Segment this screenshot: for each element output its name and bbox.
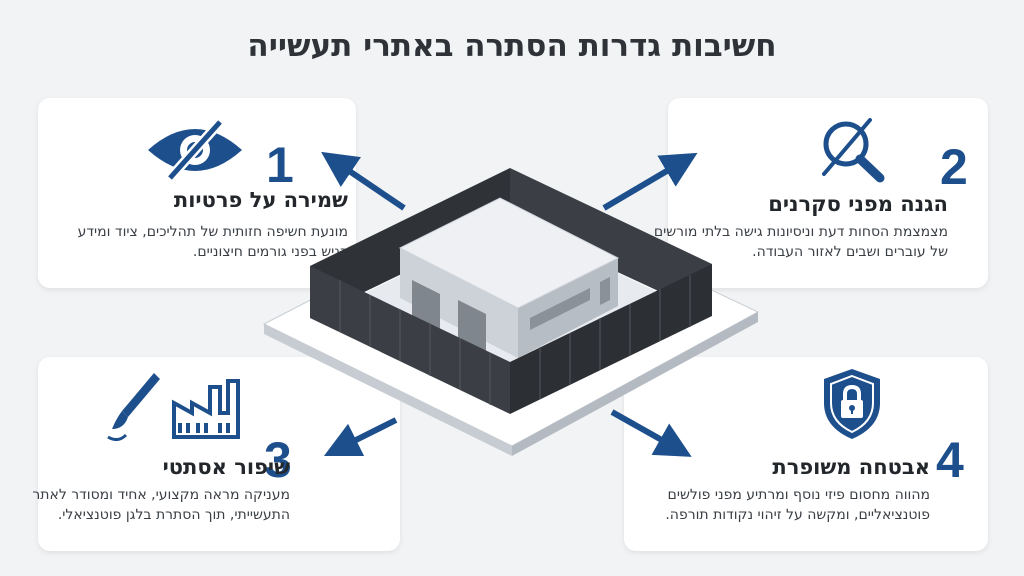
card-description: מעניקה מראה מקצועי, אחיד ומסודר לאתר התע… xyxy=(32,487,290,523)
paintbrush-factory-icon xyxy=(104,367,284,451)
card-number: 2 xyxy=(940,139,968,195)
shield-lock-icon xyxy=(820,367,884,445)
page-title: חשיבות גדרות הסתרה באתרי תעשייה xyxy=(247,28,777,64)
arrow-to-card-1 xyxy=(321,151,406,211)
eye-slash-icon xyxy=(140,118,250,184)
card-aesthetics: 3 שיפור אסתטי מעניקה מראה מקצועי, אחיד ו… xyxy=(32,357,400,551)
card-title: אבטחה משופרת xyxy=(772,455,930,479)
arrows xyxy=(321,151,698,457)
card-description: מהווה מחסום פיזי נוסף ומרתיע מפני פולשים… xyxy=(665,487,930,523)
card-title: הגנה מפני סקרנים xyxy=(768,192,948,216)
card-privacy: 1 שמירה על פרטיות מונעת חשיפה חזותית של … xyxy=(38,98,356,288)
arrow-to-card-3 xyxy=(323,417,398,457)
card-description: מצמצמת הסחות דעת וניסיונות גישה בלתי מור… xyxy=(653,224,948,260)
card-deter-onlookers: 2 הגנה מפני סקרנים מצמצמת הסחות דעת וניס… xyxy=(654,98,988,288)
card-description: מונעת חשיפה חזותית של תהליכים, ציוד ומיד… xyxy=(77,224,348,260)
arrow-to-card-2 xyxy=(602,152,698,211)
magnifier-slash-icon xyxy=(816,116,896,190)
card-title: שיפור אסתטי xyxy=(162,455,290,479)
card-number: 4 xyxy=(936,432,964,488)
card-number: 3 xyxy=(264,432,292,488)
fence-front xyxy=(310,264,712,414)
building xyxy=(398,197,620,358)
arrow-to-card-4 xyxy=(610,409,692,457)
card-number: 1 xyxy=(266,137,294,193)
card-title: שמירה על פרטיות xyxy=(173,188,348,212)
